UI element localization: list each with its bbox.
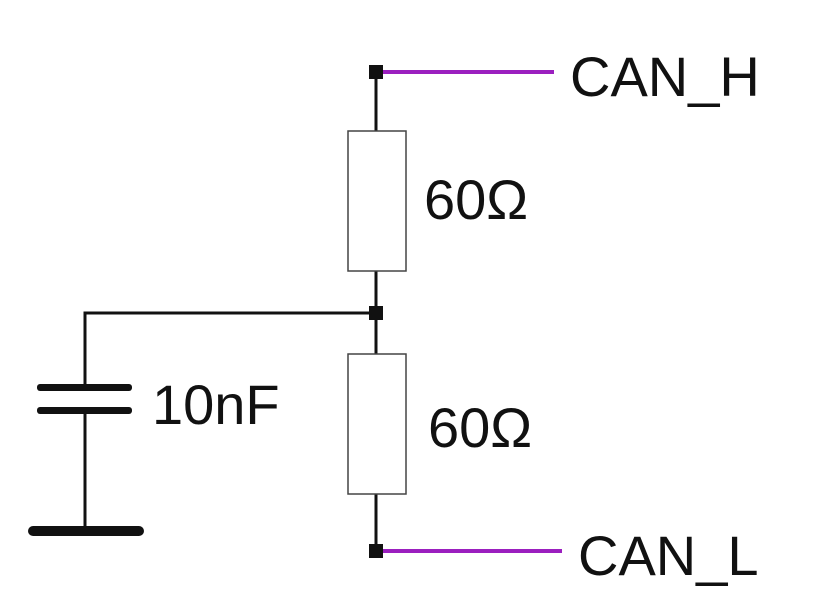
ground-bar [28,526,144,536]
wires [83,72,378,551]
resistor-top [347,130,407,272]
junction-node-bottom [369,544,383,558]
capacitor-plate-bottom [37,407,132,414]
junction-node-middle [369,306,383,320]
resistor-bottom-label: 60Ω [428,396,532,459]
capacitor-label: 10nF [152,373,280,436]
can-h-label: CAN_H [570,45,760,108]
capacitor-plate-top [37,384,132,391]
resistor-bottom [347,353,407,495]
junction-node-top [369,65,383,79]
wire-mid-node-to-capacitor [83,311,376,387]
resistor-top-label: 60Ω [424,168,528,231]
can-l-label: CAN_L [578,524,759,587]
